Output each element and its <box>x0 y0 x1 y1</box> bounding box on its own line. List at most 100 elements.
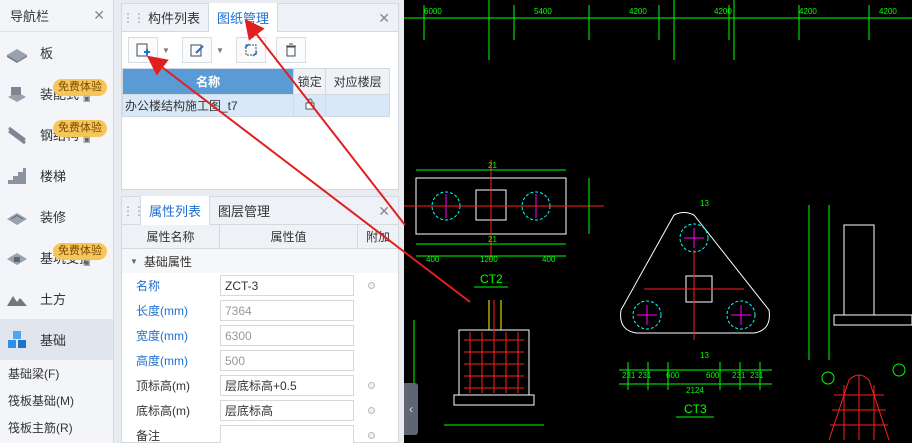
col-header-name[interactable]: 名称 <box>121 68 295 95</box>
top-tabbar: ⋮⋮ 构件列表 图纸管理 ✕ <box>122 3 398 32</box>
dim-label: 4200 <box>629 7 647 16</box>
lock-icon: ▣ <box>83 94 91 103</box>
chevron-down-icon[interactable]: ▼ <box>162 45 170 55</box>
dim-label: 4200 <box>714 7 732 16</box>
extra-checkbox[interactable] <box>367 407 375 414</box>
free-trial-badge: 免费体验 <box>53 243 107 260</box>
dim-label: 4200 <box>879 7 897 16</box>
property-row[interactable]: 顶标高(m) 层底标高+0.5 <box>122 373 398 398</box>
nav-item-earthwork[interactable]: 土方 <box>0 278 113 319</box>
property-row[interactable]: 名称 ZCT-3 <box>122 273 398 298</box>
add-drawing-icon <box>136 43 150 57</box>
nav-item-foundation[interactable]: 基础 <box>0 319 113 360</box>
prefab-icon <box>4 81 30 107</box>
steel-beam-icon <box>4 122 30 148</box>
cad-title-ct3: CT3 <box>684 402 707 416</box>
bottom-elevation-field[interactable]: 层底标高 <box>220 400 354 421</box>
lock-cell[interactable] <box>293 94 327 117</box>
height-field[interactable]: 500 <box>220 350 354 371</box>
collapse-panel-button[interactable]: ‹ <box>404 383 418 435</box>
sub-item-raft-main-rebar[interactable]: 筏板主筋(R) <box>8 421 73 435</box>
dim-label: 231 <box>732 371 746 380</box>
drawing-toolbar: ▼ ▼ <box>122 32 398 68</box>
dim-label: 1200 <box>480 255 498 264</box>
nav-item-stairs[interactable]: 楼梯 <box>0 155 113 196</box>
dim-label: 231 <box>622 371 636 380</box>
col-header-prop-name: 属性名称 <box>122 225 220 248</box>
property-row[interactable]: 备注 <box>122 423 398 443</box>
nav-item-steel[interactable]: 钢结构 免费体验 ▣ <box>0 114 113 155</box>
chevron-down-icon[interactable]: ▼ <box>216 45 224 55</box>
edit-icon <box>190 44 204 57</box>
extra-checkbox[interactable] <box>367 432 375 439</box>
property-row[interactable]: 高度(mm) 500 <box>122 348 398 373</box>
add-drawing-button[interactable] <box>128 37 158 63</box>
free-trial-badge: 免费体验 <box>53 79 107 96</box>
drawing-name-cell[interactable]: 办公楼结构施工图_t7 <box>121 94 295 117</box>
sub-item-raft-foundation[interactable]: 筏板基础(M) <box>8 394 74 408</box>
property-row[interactable]: 长度(mm) 7364 <box>122 298 398 323</box>
extra-checkbox[interactable] <box>367 282 375 289</box>
edit-drawing-button[interactable] <box>182 37 212 63</box>
nav-item-prefab[interactable]: 装配式 免费体验 ▣ <box>0 73 113 114</box>
dim-label: 2124 <box>686 386 704 395</box>
width-field[interactable]: 6300 <box>220 325 354 346</box>
floor-cell[interactable] <box>325 94 390 117</box>
dim-label: 6000 <box>424 7 442 16</box>
dim-label: 600 <box>706 371 720 380</box>
split-drawing-button[interactable] <box>236 37 266 63</box>
dim-label: 13 <box>700 351 709 360</box>
dim-label: 231 <box>750 371 764 380</box>
sub-item-foundation-beam[interactable]: 基础梁(F) <box>8 367 60 381</box>
close-icon[interactable]: ✕ <box>93 7 105 23</box>
split-icon <box>244 43 258 57</box>
remark-field[interactable] <box>220 425 354 443</box>
property-row[interactable]: 底标高(m) 层底标高 <box>122 398 398 423</box>
length-field[interactable]: 7364 <box>220 300 354 321</box>
extra-checkbox[interactable] <box>367 382 375 389</box>
tab-component-list[interactable]: 构件列表 <box>148 11 201 26</box>
bottom-tabbar: ⋮⋮ 属性列表 图层管理 ✕ <box>122 196 398 225</box>
cad-drawing-canvas[interactable]: 6000 5400 4200 4200 4200 4200 <box>404 0 912 443</box>
drag-grip-icon[interactable]: ⋮⋮ <box>122 203 145 218</box>
nav-item-slab[interactable]: 板 <box>0 32 113 73</box>
drag-grip-icon[interactable]: ⋮⋮ <box>122 10 145 25</box>
delete-drawing-button[interactable] <box>276 37 306 63</box>
collapse-triangle-icon[interactable]: ▼ <box>130 256 138 266</box>
col-header-prop-extra: 附加 <box>365 230 390 244</box>
tab-drawing-management[interactable]: 图纸管理 <box>208 3 279 32</box>
dim-label: 400 <box>542 255 556 264</box>
property-group[interactable]: ▼ 基础属性 <box>122 249 398 273</box>
decoration-icon <box>4 204 30 230</box>
tab-property-list[interactable]: 属性列表 <box>140 196 211 225</box>
col-header-floor[interactable]: 对应楼层 <box>325 68 390 95</box>
stairs-icon <box>4 163 30 189</box>
cad-title-ct2: CT2 <box>480 272 503 286</box>
top-elevation-field[interactable]: 层底标高+0.5 <box>220 375 354 396</box>
property-row[interactable]: 宽度(mm) 6300 <box>122 323 398 348</box>
tab-layer-management[interactable]: 图层管理 <box>218 204 271 219</box>
dim-label: 400 <box>426 255 440 264</box>
slab-icon <box>4 40 30 66</box>
table-row[interactable]: 办公楼结构施工图_t7 <box>121 94 390 117</box>
close-icon[interactable]: ✕ <box>378 10 390 26</box>
col-header-prop-value: 属性值 <box>220 225 358 248</box>
nav-item-pit-support[interactable]: 基坑支护 免费体验 ▣ <box>0 237 113 278</box>
chevron-left-icon: ‹ <box>409 402 413 416</box>
dim-label: 21 <box>488 235 497 244</box>
col-header-lock[interactable]: 锁定 <box>293 68 327 95</box>
dim-label: 4200 <box>799 7 817 16</box>
nav-item-decoration[interactable]: 装修 <box>0 196 113 237</box>
dim-label: 600 <box>666 371 680 380</box>
lock-icon: ▣ <box>83 258 91 267</box>
lock-icon <box>305 98 315 110</box>
lock-icon: ▣ <box>83 135 91 144</box>
property-header: 属性名称 属性值 附加 <box>122 225 398 249</box>
drawing-table: 名称 锁定 对应楼层 办公楼结构施工图_t7 <box>121 68 390 117</box>
drawing-management-panel: ⋮⋮ 构件列表 图纸管理 ✕ ▼ ▼ 名称 锁定 对应 <box>121 3 399 190</box>
cad-drawing: 6000 5400 4200 4200 4200 4200 <box>404 0 912 441</box>
name-field[interactable]: ZCT-3 <box>220 275 354 296</box>
trash-icon <box>286 43 296 57</box>
close-icon[interactable]: ✕ <box>378 203 390 219</box>
